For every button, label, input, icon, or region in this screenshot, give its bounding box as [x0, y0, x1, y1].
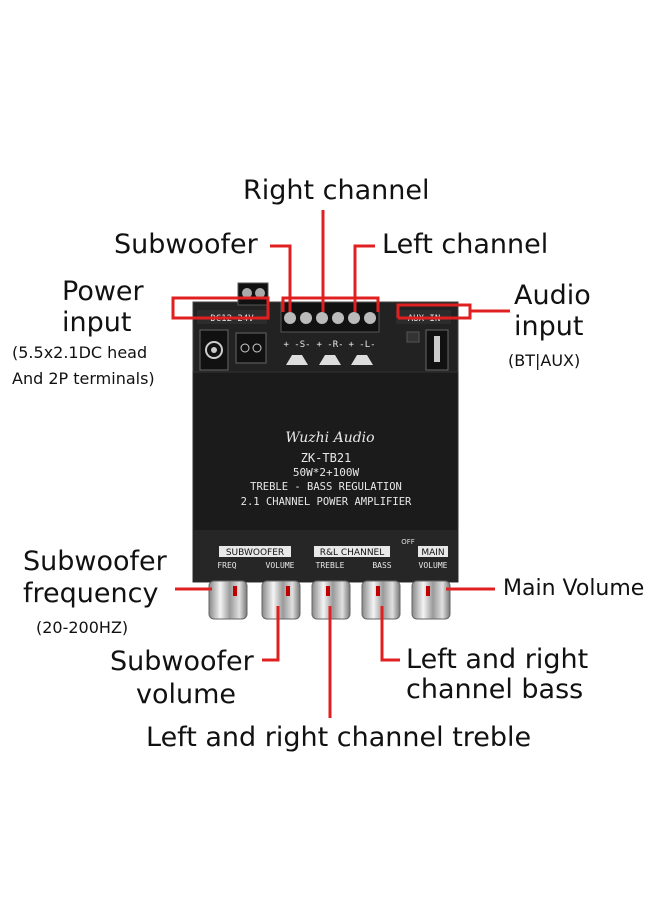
dc-jack-icon — [205, 341, 223, 359]
knob-label-freq: FREQ — [217, 561, 236, 570]
label-main-volume: Main Volume — [503, 576, 645, 601]
label-audio-input-2: input — [514, 311, 584, 342]
terminal-label-r: + -R- — [316, 340, 343, 350]
screw-icon — [242, 288, 252, 298]
label-lr-bass-2: channel bass — [406, 674, 584, 705]
speaker-icon — [351, 355, 373, 365]
knob-treble[interactable] — [311, 580, 351, 620]
speaker-icon — [319, 355, 341, 365]
label-sub-volume-1: Subwoofer — [110, 646, 254, 677]
group-subwoofer: SUBWOOFER — [226, 548, 284, 558]
knob-label-bass: BASS — [372, 561, 391, 570]
board-line2: 2.1 CHANNEL POWER AMPLIFIER — [241, 496, 412, 508]
label-power-note-1: (5.5x2.1DC head — [12, 343, 148, 362]
label-sub-freq-note: (20-200HZ) — [36, 618, 129, 637]
label-power-input-2: input — [62, 307, 132, 338]
label-right-channel: Right channel — [243, 175, 430, 206]
label-power-input-1: Power — [62, 276, 144, 307]
terminal-label-l: + -L- — [348, 340, 375, 350]
speaker-icon — [286, 355, 308, 365]
board-power-rating: 50W*2+100W — [293, 466, 360, 479]
label-power-note-2: And 2P terminals) — [12, 369, 155, 388]
off-label: OFF — [401, 538, 415, 546]
label-left-channel: Left channel — [382, 229, 549, 260]
screw-icon — [255, 288, 265, 298]
board-brand: Wuzhi Audio — [285, 430, 374, 446]
label-sub-freq-1: Subwoofer — [23, 546, 167, 577]
led — [406, 331, 420, 343]
label-audio-note: (BT|AUX) — [508, 351, 581, 370]
label-sub-volume-2: volume — [136, 679, 237, 710]
label-audio-input-1: Audio — [514, 280, 591, 311]
knob-subwoofer-volume[interactable] — [261, 580, 301, 620]
knob-main-volume[interactable] — [411, 580, 451, 620]
terminal-label-s: + -S- — [283, 340, 310, 350]
group-rl-channel: R&L CHANNEL — [320, 548, 385, 558]
knob-freq[interactable] — [208, 580, 248, 620]
label-lr-bass-1: Left and right — [406, 644, 589, 675]
terminal-screws — [284, 312, 376, 324]
label-sub-freq-2: frequency — [23, 578, 159, 609]
group-main: MAIN — [421, 548, 444, 558]
leader-lines — [171, 210, 510, 718]
speaker-terminal-block — [280, 301, 380, 333]
board-model: ZK-TB21 — [301, 451, 352, 465]
label-subwoofer: Subwoofer — [114, 229, 258, 260]
board-line1: TREBLE - BASS REGULATION — [250, 481, 402, 493]
knob-label-treble: TREBLE — [316, 561, 345, 570]
knob-label-volume: VOLUME — [266, 561, 295, 570]
aux-jack-icon — [434, 336, 440, 362]
label-lr-treble: Left and right channel treble — [146, 722, 532, 753]
knob-label-main-volume: VOLUME — [419, 561, 448, 570]
